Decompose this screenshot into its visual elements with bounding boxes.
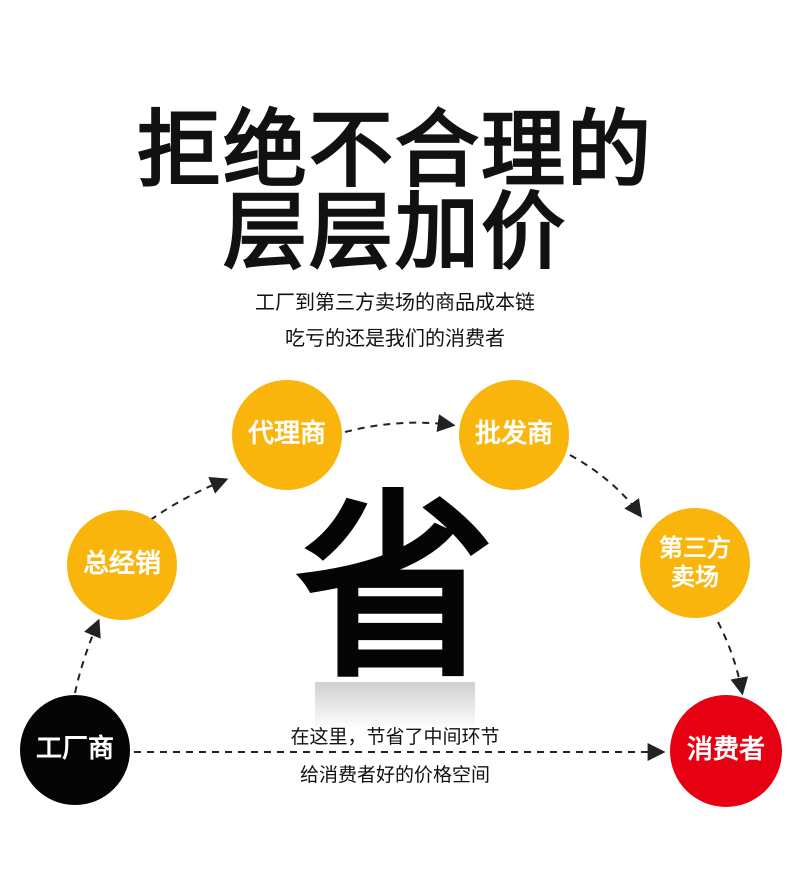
save-reflection: [315, 682, 475, 730]
node-consumer-label: 消费者: [686, 735, 765, 766]
arrow-agent-to-wholesale: [344, 414, 456, 433]
title-line-2: 层层加价: [222, 183, 567, 281]
node-consumer: 消费者: [670, 695, 782, 807]
subtitle-line-2: 吃亏的还是我们的消费者: [285, 326, 505, 350]
node-third-party-mall-label-2: 卖场: [671, 563, 719, 591]
node-factory: 工厂商: [20, 695, 130, 805]
node-general-distributor: 总经销: [67, 510, 177, 620]
arrow-mall-to-consumer: [717, 621, 749, 696]
arrow-wholesale-to-mall: [569, 454, 643, 518]
save-graphic: 省: [255, 470, 535, 770]
save-character: 省: [294, 473, 495, 706]
subtitle-line-1: 工厂到第三方卖场的商品成本链: [255, 290, 535, 314]
note-line-2: 给消费者好的价格空间: [299, 764, 490, 786]
node-factory-label: 工厂商: [35, 734, 114, 765]
node-wholesaler: 批发商: [459, 380, 569, 490]
node-agent-label: 代理商: [247, 419, 326, 450]
node-third-party-mall: 第三方 卖场: [640, 508, 750, 618]
arrow-factory-to-general: [74, 618, 101, 694]
node-third-party-mall-label-1: 第三方: [659, 534, 731, 563]
title-line-1: 拒绝不合理的: [136, 101, 653, 199]
node-wholesaler-label: 批发商: [474, 419, 553, 450]
node-agent: 代理商: [232, 380, 342, 490]
node-general-distributor-label: 总经销: [82, 549, 161, 580]
note-line-1: 在这里，节省了中间环节: [290, 726, 500, 748]
